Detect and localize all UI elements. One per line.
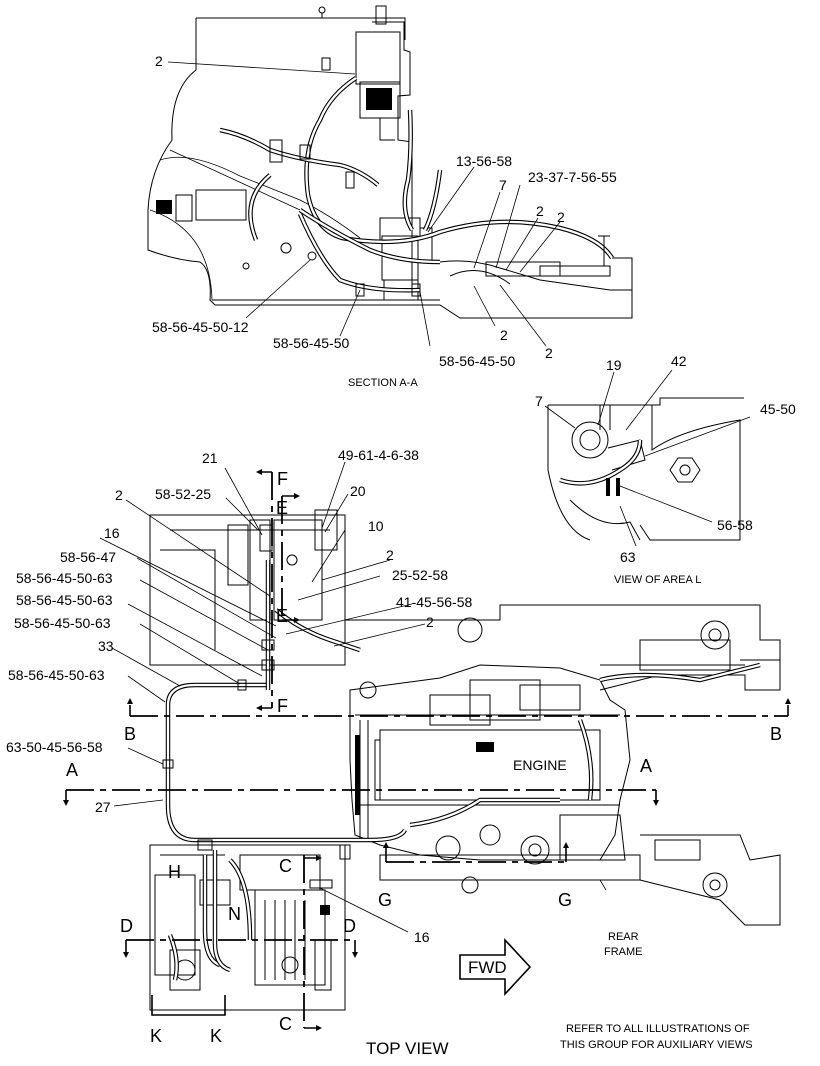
refer-note-line-2: THIS GROUP FOR AUXILIARY VIEWS [560,1039,753,1051]
callout-2-top-view-a: 2 [115,487,123,503]
callout-25-52-58: 25-52-58 [392,567,448,583]
marker-k-right: K [210,1026,222,1046]
section-markers: B B A A F F E E C C D D G G H N K K [66,469,782,1046]
marker-n: N [228,904,241,924]
rear-frame-label-1: REAR [608,931,639,943]
marker-e-top: E [276,498,288,518]
refer-note-line-1: REFER TO ALL ILLUSTRATIONS OF [566,1023,750,1035]
callout-2-top-view-b: 2 [386,547,394,563]
callout-41-45-56-58: 41-45-56-58 [396,594,472,610]
callout-33: 33 [98,638,114,654]
rear-frame-label-2: FRAME [604,946,643,958]
area-callout-19: 19 [606,357,622,373]
marker-f-bottom: F [277,696,288,716]
section-a-a-drawing [147,5,633,319]
callout-10: 10 [368,518,384,534]
marker-d-right: D [343,916,356,936]
callout-58-56-45-50-63-a: 58-56-45-50-63 [16,570,113,586]
callout-2-c: 2 [500,327,508,343]
marker-b-left: B [124,724,136,744]
callout-58-56-45-50-63-b: 58-56-45-50-63 [16,592,113,608]
section-a-a-leaders [167,61,561,347]
callout-21: 21 [202,450,218,466]
callout-27: 27 [95,799,111,815]
callout-2-top-view-c: 2 [426,614,434,630]
section-a-a-title: SECTION A-A [348,377,418,389]
callout-20: 20 [350,483,366,499]
callout-58-56-45-50-b: 58-56-45-50 [439,353,515,369]
marker-a-right: A [640,756,652,776]
marker-k-left: K [150,1026,162,1046]
engine-label: ENGINE [513,757,567,773]
callout-49-61-4-6-38: 49-61-4-6-38 [338,447,419,463]
callout-23-37-7-56-55: 23-37-7-56-55 [528,169,617,185]
callout-58-56-45-50-63-d: 58-56-45-50-63 [8,667,105,683]
area-callout-42: 42 [671,353,687,369]
callout-2-d: 2 [545,345,553,361]
callout-2-b: 2 [557,209,565,225]
area-callout-56-58: 56-58 [717,517,753,533]
forward-arrow: FWD [459,937,532,997]
marker-c-top: C [279,856,292,876]
marker-d-left: D [120,916,133,936]
callout-58-52-25: 58-52-25 [155,486,211,502]
marker-g-right: G [558,890,572,910]
marker-g-left: G [378,890,392,910]
marker-h: H [168,862,181,882]
callout-7: 7 [499,177,507,193]
top-view-drawing [149,509,781,1011]
marker-f-top: F [277,469,288,489]
callout-16-a: 16 [104,525,120,541]
marker-e-bottom: E [276,606,288,626]
section-a-a-callouts: 2 13-56-58 7 23-37-7-56-55 2 2 58-56-45-… [152,53,617,389]
callout-58-56-45-50-a: 58-56-45-50 [273,335,349,351]
section-cut-lines [63,469,791,1031]
top-view-callouts: 21 49-61-4-6-38 20 2 58-52-25 10 16 2 58… [6,447,472,945]
area-callout-63: 63 [620,549,636,565]
top-view-title: TOP VIEW [366,1039,449,1058]
callout-58-56-45-50-63-c: 58-56-45-50-63 [14,615,111,631]
callout-2-a: 2 [536,203,544,219]
view-of-area-l-callouts: 7 19 42 45-50 56-58 63 VIEW OF AREA L [535,353,796,586]
area-callout-7: 7 [535,393,543,409]
callout-58-56-47: 58-56-47 [60,549,116,565]
view-of-area-l-title: VIEW OF AREA L [614,574,701,586]
callout-13-56-58: 13-56-58 [456,153,512,169]
callout-58-56-45-50-12: 58-56-45-50-12 [152,319,249,335]
callout-16-b: 16 [414,929,430,945]
marker-a-left: A [66,760,78,780]
marker-b-right: B [770,724,782,744]
marker-c-bottom: C [279,1014,292,1034]
callout-63-50-45-56-58: 63-50-45-56-58 [6,739,103,755]
area-callout-45-50: 45-50 [760,401,796,417]
top-view-leaders [99,461,607,933]
callout-2-top: 2 [155,53,163,69]
fwd-label: FWD [468,958,507,977]
view-of-area-l-drawing [544,369,751,547]
